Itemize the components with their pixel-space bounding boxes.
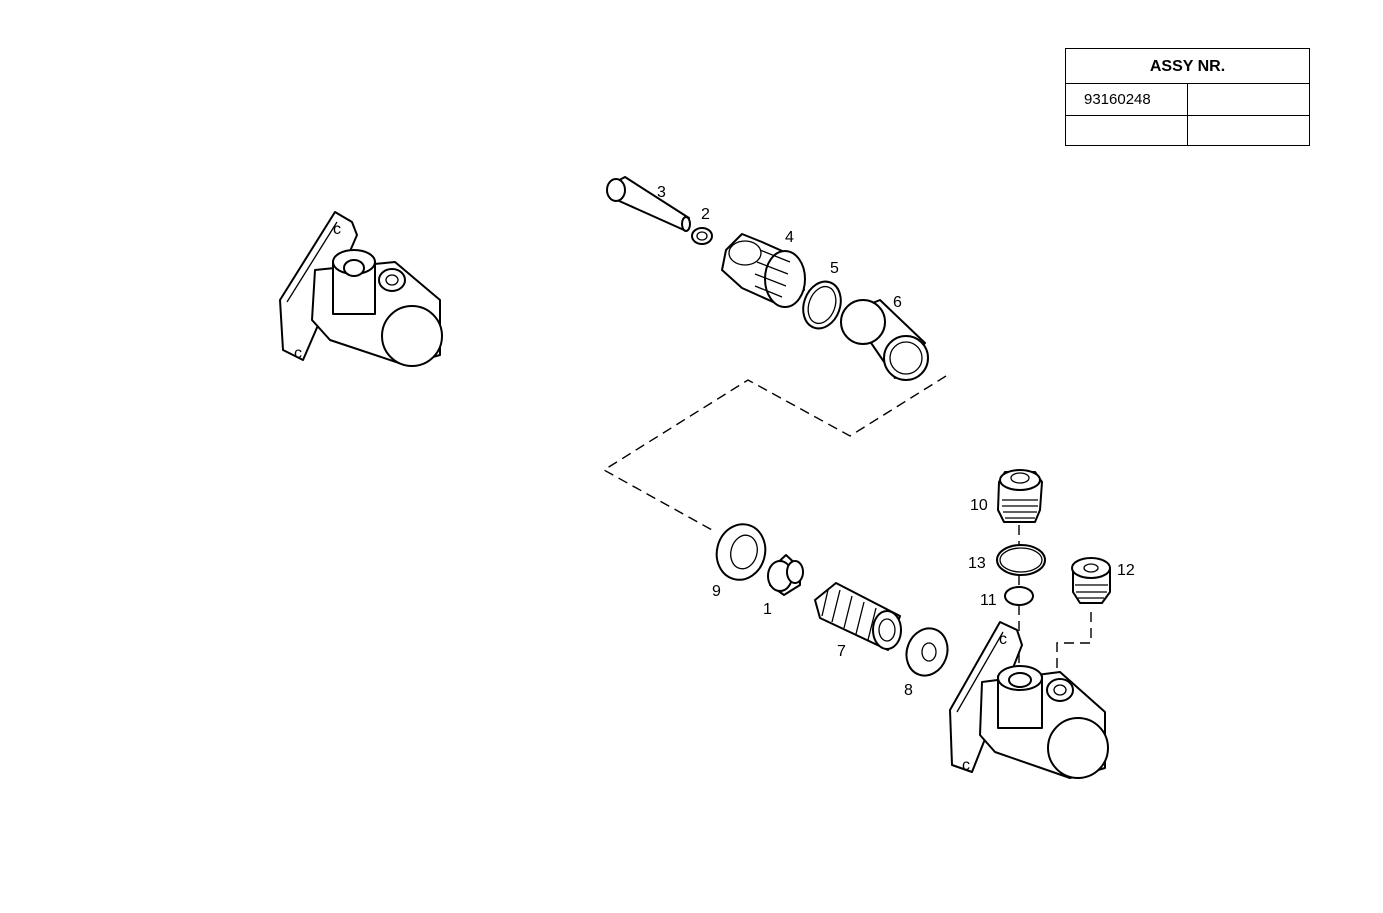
part-8-washer bbox=[905, 627, 949, 677]
part-8-washer-hole bbox=[921, 642, 937, 662]
callout-2: 2 bbox=[701, 206, 710, 223]
callout-4: 4 bbox=[785, 229, 794, 246]
callout-5: 5 bbox=[830, 260, 839, 277]
assy-cell-empty bbox=[1188, 84, 1309, 116]
part-6-sleeve bbox=[840, 299, 929, 381]
part-12-small-plug bbox=[1071, 557, 1111, 604]
callout-10: 10 bbox=[970, 497, 988, 514]
part-1-poppet bbox=[767, 554, 804, 596]
callout-3: 3 bbox=[657, 184, 666, 201]
assembly-path-line bbox=[602, 375, 947, 531]
svg-text:c: c bbox=[962, 757, 970, 774]
svg-text:c: c bbox=[999, 631, 1007, 648]
assy-number-cell: 93160248 bbox=[1066, 84, 1188, 116]
callout-9: 9 bbox=[712, 583, 721, 600]
part-7-spring bbox=[814, 582, 902, 651]
part-3-pin bbox=[606, 176, 691, 232]
callout-8: 8 bbox=[904, 682, 913, 699]
assy-table-header: ASSY NR. bbox=[1066, 49, 1309, 84]
part-2-ring-inner bbox=[696, 231, 708, 241]
callout-7: 7 bbox=[837, 643, 846, 660]
part-5-o-ring bbox=[802, 280, 842, 330]
assy-cell-empty bbox=[1066, 116, 1188, 145]
part-4-threaded-plug bbox=[721, 233, 806, 308]
part-9-seal bbox=[715, 523, 767, 581]
assy-number-table: ASSY NR. 93160248 bbox=[1065, 48, 1310, 146]
svg-text:c: c bbox=[294, 345, 302, 362]
part-13-o-ring-inner bbox=[999, 547, 1043, 573]
callout-1: 1 bbox=[763, 601, 772, 618]
callout-13: 13 bbox=[968, 555, 986, 572]
assembled-valve-body: c c bbox=[279, 211, 443, 367]
svg-text:c: c bbox=[333, 221, 341, 238]
callout-12: 12 bbox=[1117, 562, 1135, 579]
part-5-o-ring-inner bbox=[807, 285, 837, 325]
part-13-o-ring bbox=[996, 544, 1046, 576]
callout-11: 11 bbox=[980, 592, 997, 609]
part-10-threaded-plug bbox=[997, 469, 1043, 523]
exploded-valve-body: c c bbox=[949, 621, 1109, 779]
callout-6: 6 bbox=[893, 294, 902, 311]
part-9-seal-inner bbox=[730, 534, 758, 570]
part-2-ring bbox=[691, 227, 713, 245]
guide-line-offset bbox=[1056, 612, 1092, 670]
part-11-o-ring bbox=[1004, 586, 1034, 606]
